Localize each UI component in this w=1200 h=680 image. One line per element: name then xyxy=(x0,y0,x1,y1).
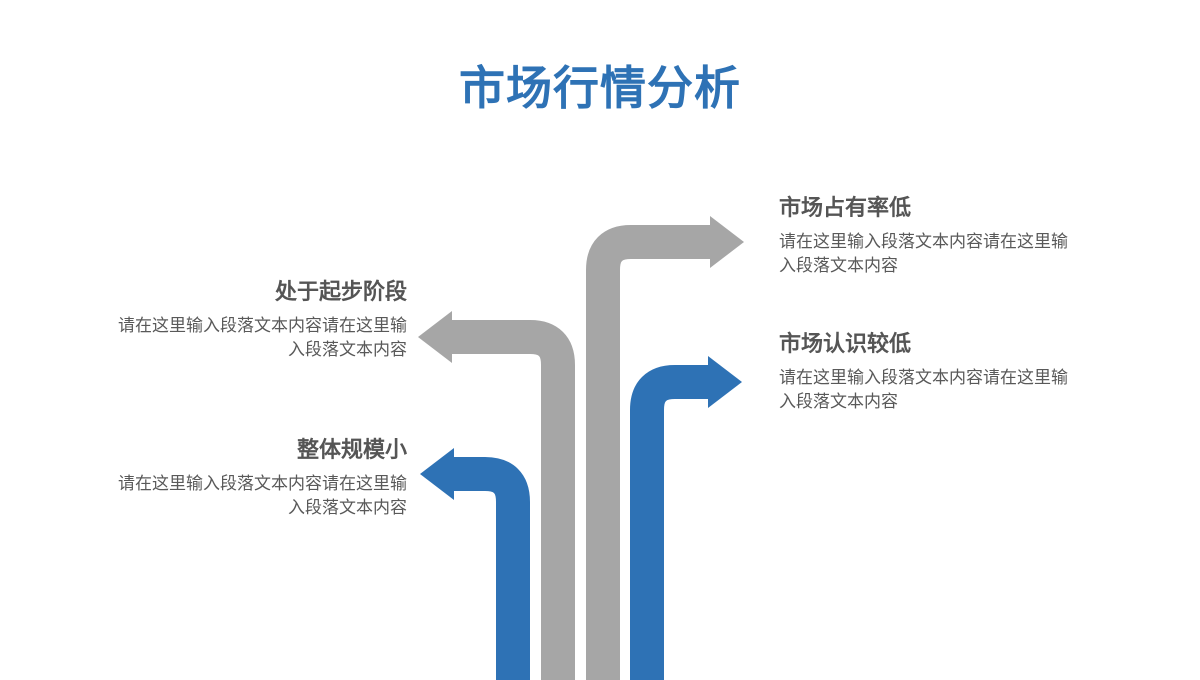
item-text: 请在这里输入段落文本内容请在这里输入段落文本内容 xyxy=(779,368,1068,412)
item-low-awareness: 市场认识较低 请在这里输入段落文本内容请在这里输入段落文本内容 xyxy=(779,330,1079,414)
page-title: 市场行情分析 xyxy=(459,61,741,115)
arrow-blue-left xyxy=(450,457,530,680)
arrow-blue-left-head xyxy=(420,448,454,500)
arrow-gray-right xyxy=(586,225,712,680)
item-heading: 整体规模小 xyxy=(296,438,407,463)
item-text: 请在这里输入段落文本内容请在这里输入段落文本内容 xyxy=(118,474,407,518)
item-text: 请在这里输入段落文本内容请在这里输入段落文本内容 xyxy=(118,316,407,360)
arrow-blue-right-head xyxy=(708,356,742,408)
item-heading: 市场占有率低 xyxy=(779,196,912,221)
item-low-market-share: 市场占有率低 请在这里输入段落文本内容请在这里输入段落文本内容 xyxy=(779,194,1079,278)
item-heading: 市场认识较低 xyxy=(779,332,912,357)
arrow-gray-left-head xyxy=(418,311,452,363)
arrow-blue-right xyxy=(630,365,712,680)
item-starting-stage: 处于起步阶段 请在这里输入段落文本内容请在这里输入段落文本内容 xyxy=(107,278,407,362)
item-small-scale: 整体规模小 请在这里输入段落文本内容请在这里输入段落文本内容 xyxy=(107,436,407,520)
item-heading: 处于起步阶段 xyxy=(274,280,407,305)
arrow-gray-right-head xyxy=(710,216,744,268)
item-text: 请在这里输入段落文本内容请在这里输入段落文本内容 xyxy=(779,232,1068,276)
arrow-gray-left xyxy=(445,320,575,680)
